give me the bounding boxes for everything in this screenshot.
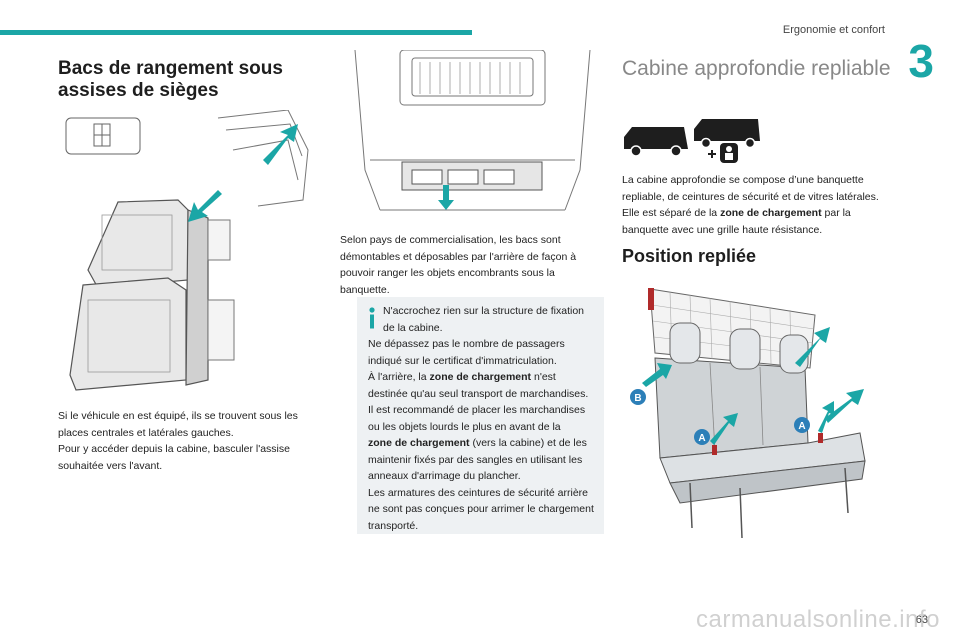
info-line-5: zone de chargement (vers la cabine) et d… bbox=[368, 437, 587, 482]
storage-para-1: Si le véhicule en est équipé, ils se tro… bbox=[58, 410, 298, 439]
info-line-6: Les armatures des ceintures de sécurité … bbox=[368, 486, 594, 532]
marker-b: B bbox=[630, 389, 646, 405]
van-long-icon bbox=[694, 119, 760, 149]
chapter-number: 3 bbox=[908, 35, 934, 87]
info-line-2: Ne dépassez pas le nombre de passagers i… bbox=[368, 338, 565, 367]
section-heading-cabin: Cabine approfondie repliable bbox=[622, 57, 891, 80]
info-line-3: À l'arrière, la zone de chargement n'est… bbox=[368, 371, 589, 400]
running-header: Ergonomie et confort bbox=[782, 24, 885, 36]
illustration-folded-bench: B A A bbox=[630, 283, 885, 553]
illustration-seat-storage bbox=[58, 110, 320, 405]
folded-section: Position repliée bbox=[622, 246, 892, 267]
svg-text:A: A bbox=[798, 421, 805, 432]
subheading-folded: Position repliée bbox=[622, 246, 757, 266]
cabin-description: La cabine approfondie se compose d’une b… bbox=[622, 172, 892, 238]
bin-removal-para: Selon pays de commercialisation, les bac… bbox=[340, 234, 577, 296]
arrow-up-right-icon bbox=[263, 124, 298, 165]
arrow-curved-icon bbox=[642, 363, 672, 387]
svg-text:A: A bbox=[698, 433, 705, 444]
storage-para-2: Pour y accéder depuis la cabine, bascule… bbox=[58, 443, 290, 472]
van-topview-icon bbox=[65, 117, 141, 155]
plus-icon bbox=[708, 150, 716, 158]
cabin-para: La cabine approfondie se compose d’une b… bbox=[622, 174, 879, 236]
marker-a-left: A bbox=[694, 429, 710, 445]
storage-description: Si le véhicule en est équipé, ils se tro… bbox=[58, 408, 320, 474]
marker-a-right: A bbox=[794, 417, 810, 433]
section-heading-storage: Bacs de rangement sous assises de sièges bbox=[58, 58, 283, 101]
column-storage-bins: Bacs de rangement sous assises de sièges bbox=[58, 50, 320, 102]
info-line-1: N'accrochez rien sur la structure de fix… bbox=[383, 305, 585, 334]
seat-option-icon bbox=[720, 143, 738, 163]
info-text: N'accrochez rien sur la structure de fix… bbox=[368, 303, 598, 534]
column-cabin: Cabine approfondie repliable bbox=[622, 57, 892, 81]
arrow-up-right-icon bbox=[710, 327, 864, 445]
header-accent-bar bbox=[0, 30, 472, 35]
info-line-4: Il est recommandé de placer les marchand… bbox=[368, 404, 586, 433]
bin-removal-description: Selon pays de commercialisation, les bac… bbox=[340, 232, 605, 298]
watermark: carmanualsonline.info bbox=[696, 606, 940, 633]
page-number: 63 bbox=[915, 614, 928, 626]
info-icon bbox=[369, 307, 375, 329]
van-short-icon bbox=[624, 127, 688, 157]
svg-text:B: B bbox=[634, 393, 641, 404]
vehicle-icons bbox=[624, 119, 760, 163]
illustration-bin-removal bbox=[340, 50, 605, 228]
info-box: N'accrochez rien sur la structure de fix… bbox=[357, 297, 604, 534]
arrow-down-left-icon bbox=[188, 190, 222, 222]
arrow-down-icon bbox=[438, 185, 454, 210]
